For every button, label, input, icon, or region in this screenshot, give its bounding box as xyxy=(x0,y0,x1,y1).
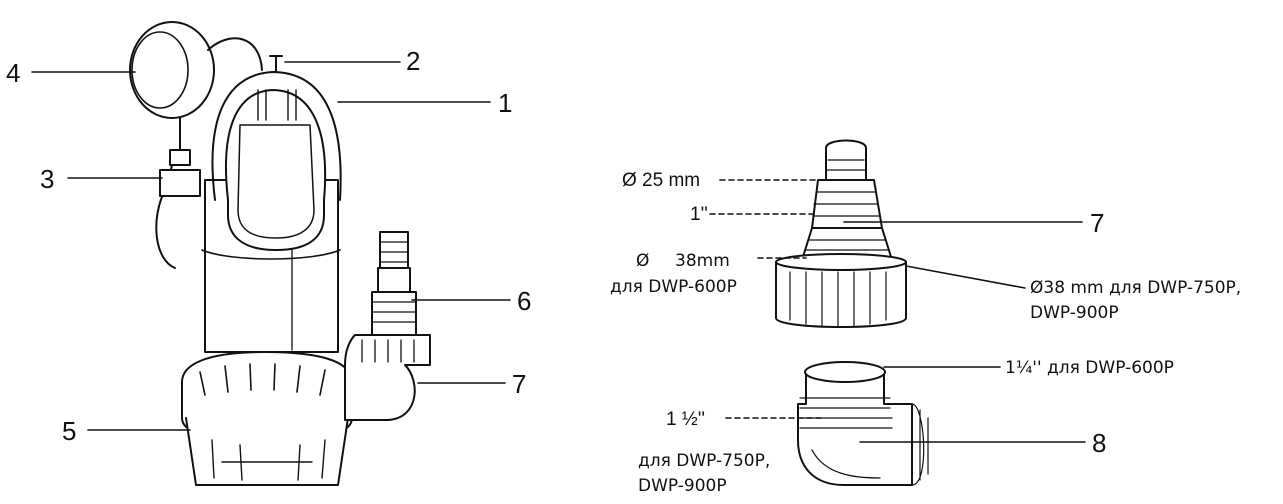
callout-6: 6 xyxy=(517,286,531,316)
outlet-nozzle-ribs xyxy=(371,241,417,323)
callout-3: 3 xyxy=(40,164,54,194)
elbow-top-thread xyxy=(799,397,893,429)
callout-2: 2 xyxy=(406,46,420,76)
label-d25: Ø 25 mm xyxy=(622,170,700,191)
label-d38-right-1: Ø38 mm для DWP-750P, xyxy=(1030,278,1241,298)
elbow-top-opening xyxy=(804,361,886,383)
adapter-tip-ribs xyxy=(825,159,867,171)
elbow-bend xyxy=(811,449,881,479)
label-d38-right-2: DWP-900P xyxy=(1030,303,1119,323)
adapter-leader-lines xyxy=(709,179,1083,289)
elbow-labels: 1¼'' для DWP-600P 1 ½'' для DWP-750P, DW… xyxy=(638,358,1174,496)
pump-callout-labels: 4 2 1 3 6 7 5 xyxy=(6,46,531,446)
label-d38-model: для DWP-600P xyxy=(610,277,737,297)
pump-vent-pin xyxy=(269,55,283,73)
label-d38-symbol: Ø xyxy=(636,251,649,271)
adapter-lower-ribs xyxy=(804,239,890,251)
label-inch112-model-1: для DWP-750P, xyxy=(638,451,770,471)
float-switch-cord xyxy=(169,37,263,166)
elbow-side-thread xyxy=(911,403,929,486)
adapter-mid-ribs xyxy=(812,191,881,217)
leader-d38-right xyxy=(905,265,1026,289)
label-inch114: 1¼'' для DWP-600P xyxy=(1005,358,1174,378)
outlet-nozzle xyxy=(371,231,417,336)
pump-foot-openings xyxy=(211,439,326,481)
adapter-nut-top xyxy=(775,253,907,271)
pump-handle xyxy=(211,71,342,201)
cord-clamp xyxy=(159,169,201,197)
callout-1: 1 xyxy=(498,88,512,118)
elbow-leader-lines xyxy=(725,366,1086,443)
label-d38-value: 38mm xyxy=(675,251,730,271)
callout-adapter-7: 7 xyxy=(1090,208,1104,238)
outlet-elbow-ribs xyxy=(361,339,415,363)
pump-top-cap xyxy=(257,89,297,121)
float-switch-face xyxy=(131,31,189,109)
pump-window xyxy=(237,124,315,239)
pump-collar xyxy=(201,249,341,260)
adapter-labels: Ø 25 mm 1'' Ø 38mm для DWP-600P 7 Ø38 mm… xyxy=(610,170,1241,323)
pump-leader-lines xyxy=(31,61,511,431)
pump-handle-inner xyxy=(224,89,327,251)
pump-base-ribs xyxy=(199,363,326,396)
label-inch112-model-2: DWP-900P xyxy=(638,476,727,496)
outlet-elbow xyxy=(344,334,431,421)
adapter-illustration xyxy=(775,139,907,328)
pump-foot xyxy=(185,417,349,486)
label-inch112: 1 ½'' xyxy=(666,409,705,430)
adapter-nut xyxy=(775,261,907,328)
elbow-illustration xyxy=(797,361,929,486)
callout-4: 4 xyxy=(6,58,20,88)
pump-illustration xyxy=(129,21,431,486)
label-inch1: 1'' xyxy=(690,204,708,225)
callout-7: 7 xyxy=(512,369,526,399)
callout-elbow-8: 8 xyxy=(1092,428,1106,458)
callout-5: 5 xyxy=(62,416,76,446)
adapter-nut-grip xyxy=(789,271,887,327)
